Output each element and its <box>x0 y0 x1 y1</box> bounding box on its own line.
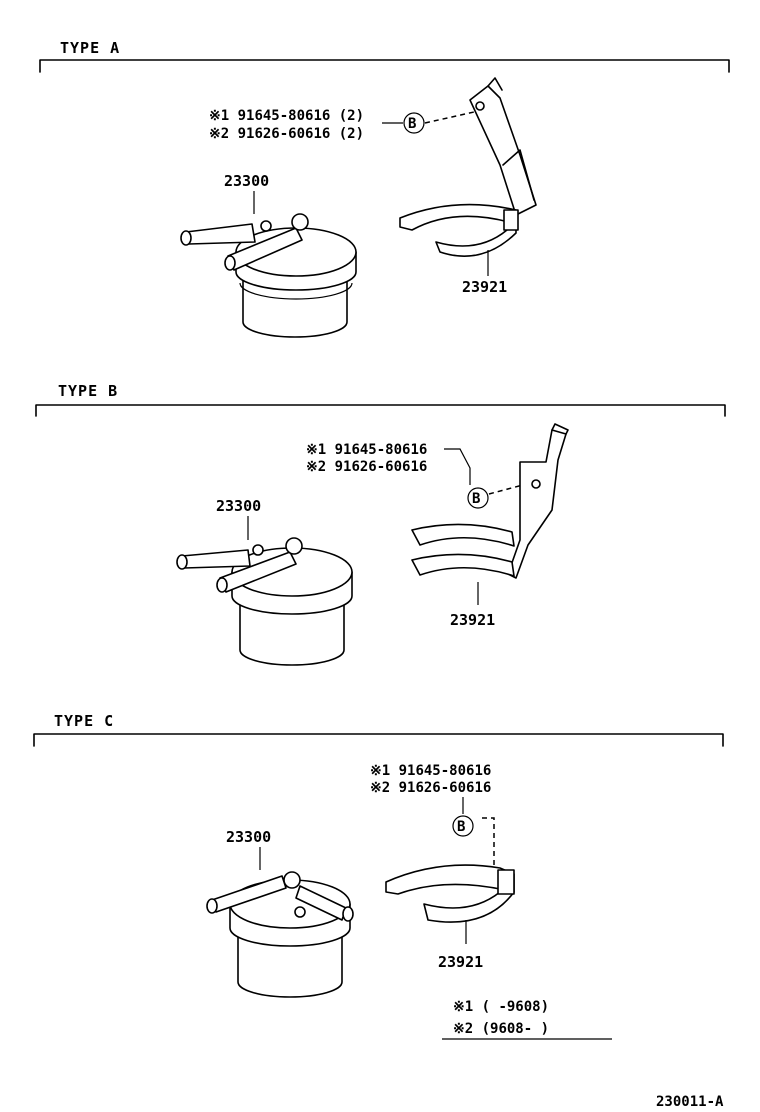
clamp-upper-a <box>399 203 517 231</box>
filter-outlet-pipe-c <box>295 885 347 921</box>
filter-fitting-a <box>291 213 309 231</box>
part-number-filter-b: 23300 <box>216 497 261 515</box>
bolt-callout-b: B <box>467 487 489 509</box>
bolt-note-line-1-a: ※1 91645-80616 (2) <box>209 108 364 124</box>
bracket-arm-b <box>507 429 567 579</box>
clamp-bolt-block-c <box>497 869 515 895</box>
filter-fitting-2-c <box>294 906 306 918</box>
filter-inlet-pipe-b <box>181 549 251 569</box>
filter-canister-a <box>242 277 348 338</box>
figure-id: 230011-A <box>656 1094 724 1110</box>
bolt-note-line-2-a: ※2 91626-60616 (2) <box>209 126 364 142</box>
filter-fitting-b <box>285 537 303 555</box>
filter-fitting-2-b <box>252 544 264 556</box>
filter-fitting-c <box>283 871 301 889</box>
date-legend: ※1 ( -9608) ※2 (9608- ) <box>442 999 612 1040</box>
outlet-end-a <box>224 255 236 271</box>
section-bracket-line-a <box>39 59 730 73</box>
bracket-tab-a <box>487 77 503 91</box>
part-number-filter-a: 23300 <box>224 172 269 190</box>
section-type-b: TYPE B ※1 91645-80616 ※2 91626-60616 B 2… <box>35 382 726 666</box>
bracket-hole-a <box>475 101 485 111</box>
clamp-upper-c <box>385 864 515 895</box>
section-title-a: TYPE A <box>60 39 120 57</box>
clamp-lower-c <box>423 891 515 923</box>
clamp-lower-b <box>411 553 515 577</box>
part-number-bracket-a: 23921 <box>462 278 507 296</box>
section-type-a: TYPE A ※1 91645-80616 (2) ※2 91626-60616… <box>39 39 730 338</box>
clamp-lower-a <box>435 223 517 257</box>
bolt-note-line-1-b: ※1 91645-80616 <box>306 442 427 458</box>
section-bracket-line-b <box>35 404 726 417</box>
bolt-note-line-2-b: ※2 91626-60616 <box>306 459 427 475</box>
section-title-c: TYPE C <box>54 712 114 730</box>
callout-letter-b: B <box>472 491 480 507</box>
bracket-fold-a <box>502 149 535 201</box>
bolt-callout-c: B <box>452 815 474 837</box>
bolt-note-line-2-c: ※2 91626-60616 <box>370 780 491 796</box>
bolt-callout-a: B <box>403 112 425 134</box>
clamp-upper-b <box>411 523 515 547</box>
callout-letter-a: B <box>408 116 416 132</box>
callout-circle-a <box>403 112 425 134</box>
section-bracket-line-c <box>33 733 724 747</box>
callout-circle-c <box>452 815 474 837</box>
filter-fitting-2-a <box>260 220 272 232</box>
filter-bracket-a <box>399 77 537 257</box>
filter-canister-c <box>237 933 343 998</box>
legend-row-2: ※2 (9608- ) <box>453 1021 549 1037</box>
bolt-dashed-line-a <box>424 111 475 124</box>
inlet-end-a <box>180 230 192 246</box>
fuel-filter-c <box>206 871 354 998</box>
filter-seam-a <box>239 282 353 300</box>
clamp-bolt-block-a <box>503 209 519 231</box>
bolt-note-line-1-c: ※1 91645-80616 <box>370 763 491 779</box>
part-number-filter-c: 23300 <box>226 828 271 846</box>
outlet-end-c <box>342 906 354 922</box>
section-type-c: TYPE C ※1 91645-80616 ※2 91626-60616 B 2… <box>33 712 724 998</box>
part-number-bracket-c: 23921 <box>438 953 483 971</box>
filter-inlet-pipe-a <box>185 223 256 245</box>
fuel-filter-a <box>180 213 357 338</box>
filter-bracket-b <box>411 423 569 579</box>
part-number-bracket-b: 23921 <box>450 611 495 629</box>
section-title-b: TYPE B <box>58 382 118 400</box>
inlet-end-b <box>176 554 188 570</box>
filter-canister-b <box>239 601 345 666</box>
legend-row-1: ※1 ( -9608) <box>453 999 549 1015</box>
bolt-dashed-line-c <box>482 817 495 870</box>
callout-circle-b <box>467 487 489 509</box>
fuel-filter-b <box>176 537 353 666</box>
bracket-tab-b <box>551 423 569 435</box>
callout-letter-c: B <box>457 819 465 835</box>
inlet-end-c <box>206 898 218 914</box>
bracket-hole-b <box>531 479 541 489</box>
note-leader-b <box>444 448 471 485</box>
outlet-end-b <box>216 577 228 593</box>
filter-bracket-c <box>385 864 515 923</box>
